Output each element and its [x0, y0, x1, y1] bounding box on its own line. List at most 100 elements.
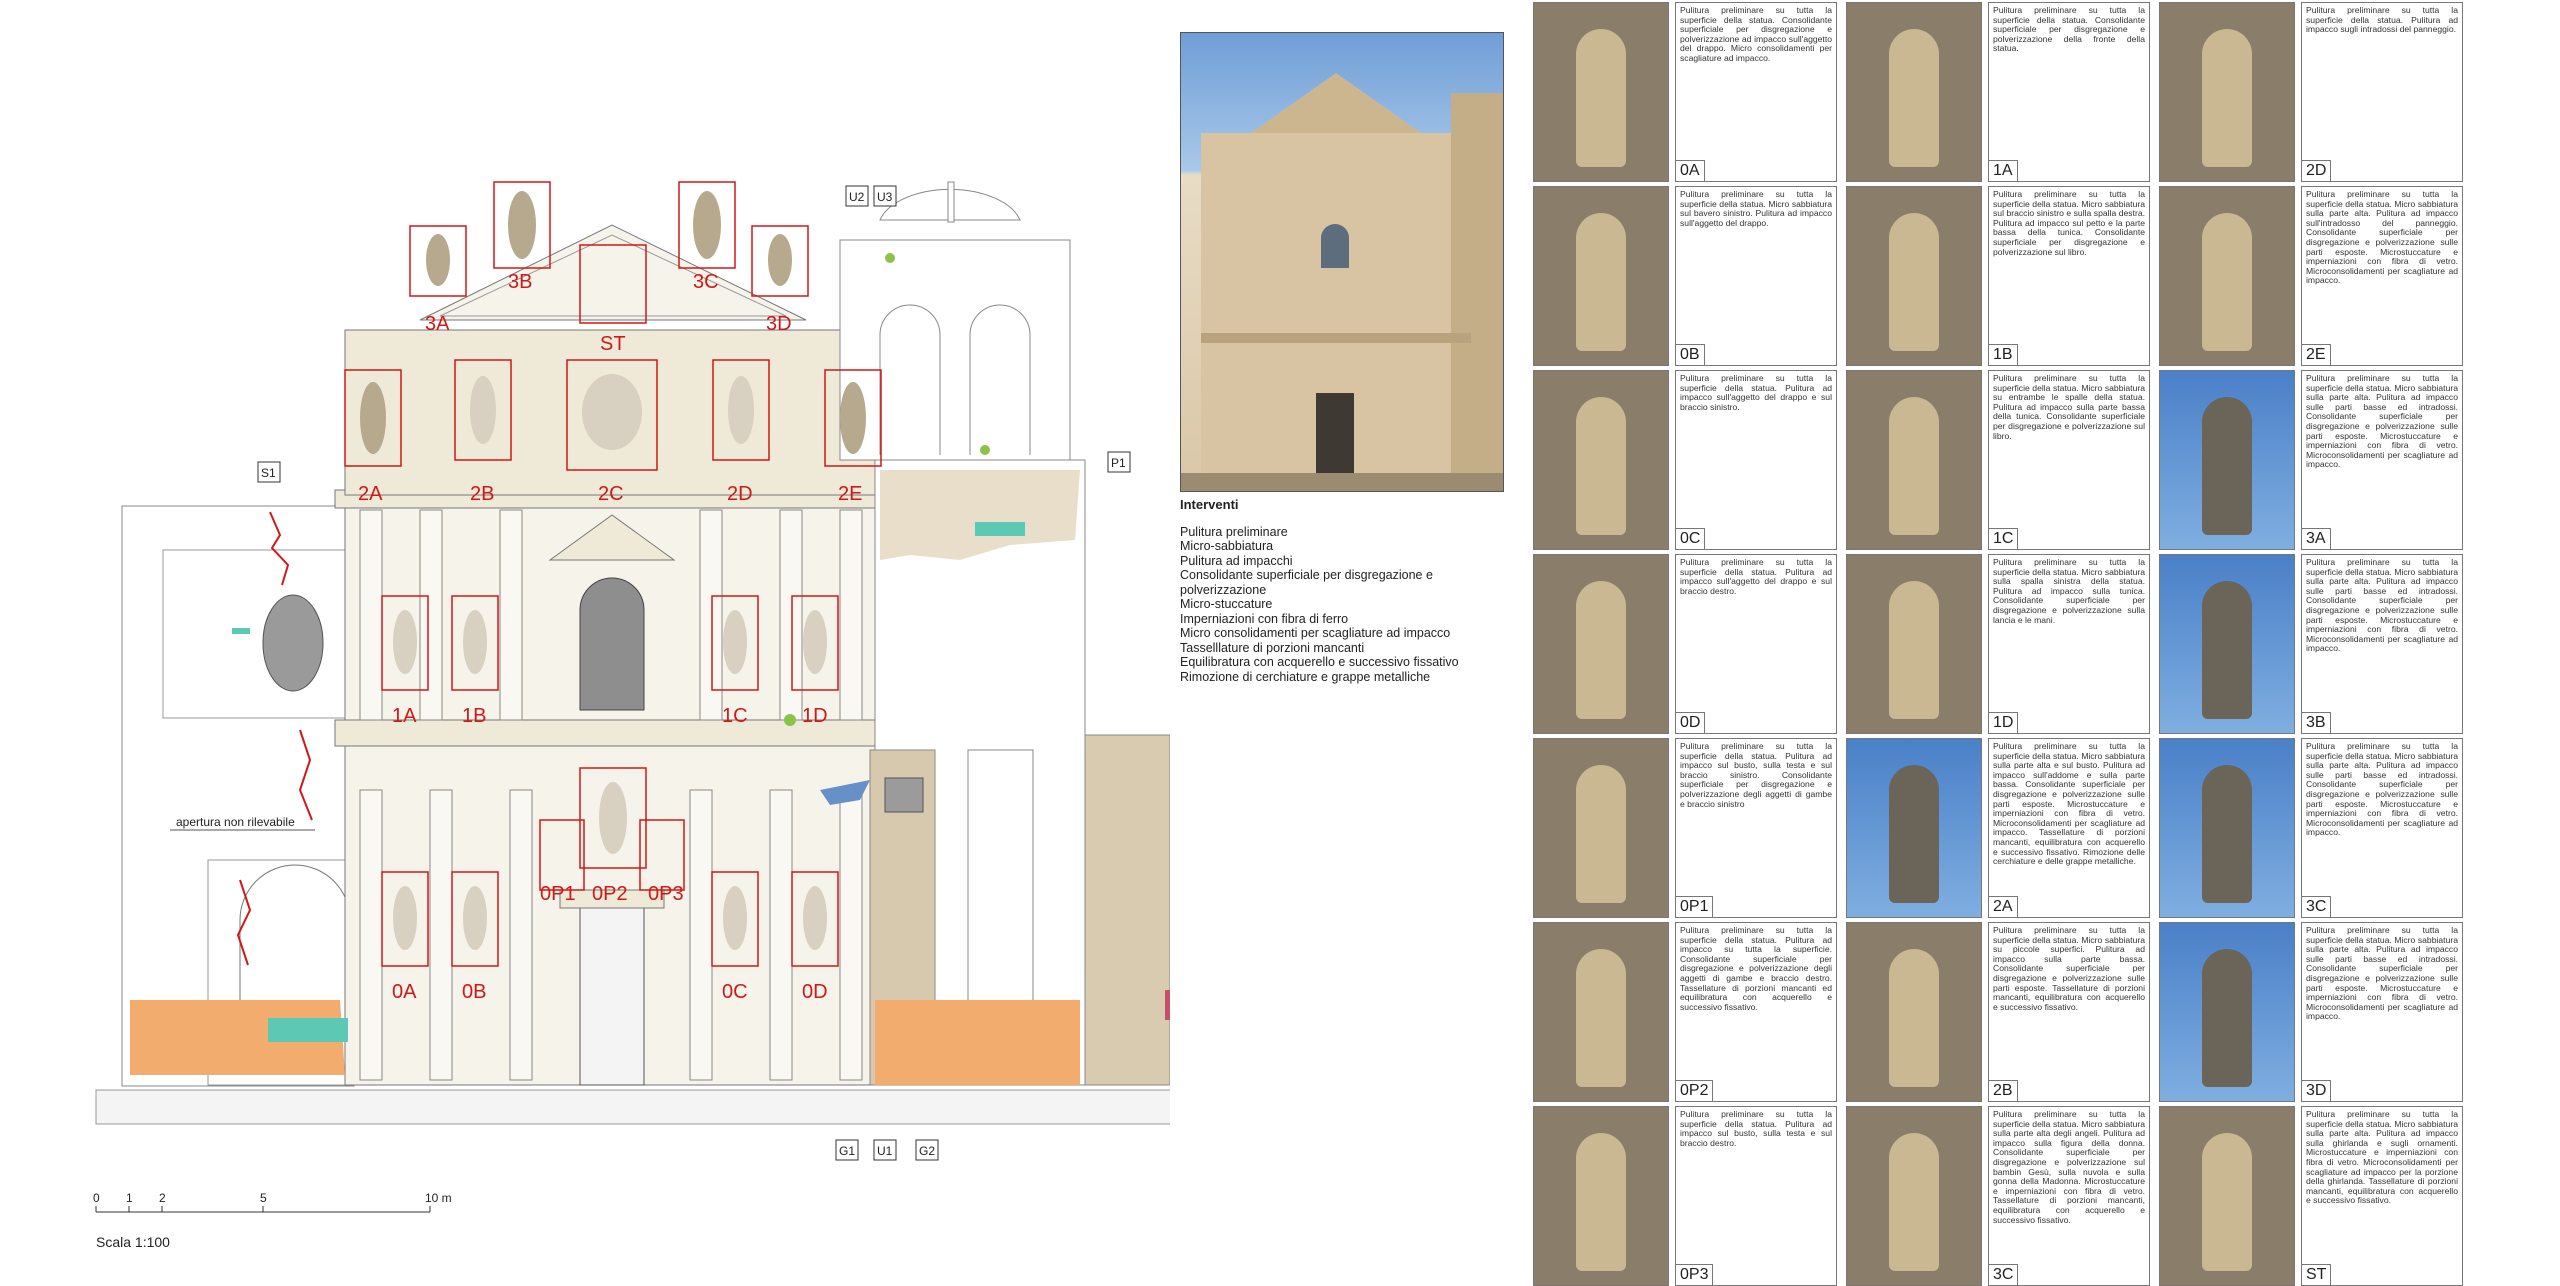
intervention-item: Rimozione di cerchiature e grappe metall… — [1180, 669, 1431, 684]
statue-code: 3C — [1989, 1264, 2019, 1285]
statue-photo — [1846, 186, 1982, 366]
statue-description-box: Pulitura preliminare su tutta la superfi… — [2301, 922, 2463, 1102]
statue-label: 0P2 — [592, 883, 628, 905]
statue-description-box: Pulitura preliminare su tutta la superfi… — [1675, 370, 1837, 550]
central-window — [579, 577, 645, 711]
statue-figure — [1889, 29, 1939, 167]
statue-label: 3B — [508, 271, 532, 293]
statue-label: 2D — [727, 483, 753, 505]
statue-figure — [2202, 949, 2252, 1087]
section-marker-label: U2 — [849, 190, 865, 204]
statue-photo — [1533, 738, 1669, 918]
intervention-item: Consolidante superficiale per disgregazi… — [1180, 568, 1433, 597]
statue-code: 0P1 — [1676, 896, 1714, 917]
statue-description: Pulitura preliminare su tutta la superfi… — [1993, 557, 2145, 625]
section-marker-label: U3 — [877, 190, 893, 204]
statue-description: Pulitura preliminare su tutta la superfi… — [2306, 373, 2458, 470]
statue-photo — [2159, 2, 2295, 182]
statue-description-box: Pulitura preliminare su tutta la superfi… — [2301, 370, 2463, 550]
statue-description: Pulitura preliminare su tutta la superfi… — [1680, 5, 1832, 63]
statue-description: Pulitura preliminare su tutta la superfi… — [1993, 5, 2145, 54]
portal — [579, 904, 645, 1086]
scale-tick: 0 — [93, 1191, 100, 1205]
statue-code: 0P2 — [1676, 1080, 1714, 1101]
statue-description: Pulitura preliminare su tutta la superfi… — [1680, 925, 1832, 1012]
columns — [359, 509, 863, 1081]
statue-photo — [2159, 370, 2295, 550]
statue-code: 3C — [2302, 896, 2332, 917]
biological-patina — [880, 470, 1080, 560]
section-marker-label: G1 — [839, 1144, 855, 1158]
statue-photo — [1533, 2, 1669, 182]
statue-code: 0P3 — [1676, 1264, 1714, 1285]
statue-photo — [2159, 554, 2295, 734]
statue-figure — [1889, 765, 1939, 903]
interventions-title: Interventi — [1180, 497, 1239, 512]
statue-figure — [1889, 213, 1939, 351]
section-marker-label: U1 — [877, 1144, 893, 1158]
scale-tick: 1 — [126, 1191, 133, 1205]
statue-photo — [1846, 922, 1982, 1102]
scale-label: Scala 1:100 — [96, 1234, 170, 1250]
statue-photo — [1533, 1106, 1669, 1286]
statue-photo — [1533, 554, 1669, 734]
statue-figure — [2202, 765, 2252, 903]
section-marker: U1 — [873, 1139, 897, 1161]
statue-code: 2D — [2302, 160, 2332, 181]
statue-code: 3B — [2302, 712, 2331, 733]
statue-code: 0A — [1676, 160, 1705, 181]
statue-photo — [1846, 738, 1982, 918]
statue-description: Pulitura preliminare su tutta la superfi… — [1680, 1109, 1832, 1148]
section-marker: S1 — [257, 461, 281, 483]
statue-label: 1A — [392, 705, 417, 727]
statue-code: 1D — [1989, 712, 2019, 733]
statue-description-box: Pulitura preliminare su tutta la superfi… — [2301, 1106, 2463, 1286]
intervention-item: Imperniazioni con fibra di ferro — [1180, 611, 1349, 626]
facade-photo-graphic — [1181, 73, 1503, 491]
scale-tick: 5 — [260, 1191, 267, 1205]
statue-figure — [2202, 29, 2252, 167]
statue-description: Pulitura preliminare su tutta la superfi… — [1680, 741, 1832, 809]
interventions-legend: Interventi Pulitura preliminare Micro-sa… — [1180, 497, 1500, 684]
statue-description: Pulitura preliminare su tutta la superfi… — [2306, 925, 2458, 1022]
facade-photo — [1180, 32, 1504, 492]
statue-description-box: Pulitura preliminare su tutta la superfi… — [1675, 2, 1837, 182]
statue-label: 3A — [425, 313, 450, 335]
scale-bar: 0 1 2 5 10 m — [93, 1191, 452, 1213]
intervention-item: Micro consolidamenti per scagliature ad … — [1180, 626, 1451, 640]
statue-description: Pulitura preliminare su tutta la superfi… — [1993, 189, 2145, 257]
statue-figure — [2202, 397, 2252, 535]
statue-figure — [1576, 29, 1626, 167]
statue-label: 0D — [802, 981, 828, 1003]
statue-code: 1A — [1989, 160, 2018, 181]
statue-description: Pulitura preliminare su tutta la superfi… — [2306, 1109, 2458, 1206]
statue-photo — [1846, 1106, 1982, 1286]
statue-code: 0B — [1676, 344, 1705, 365]
statue-description-box: Pulitura preliminare su tutta la superfi… — [1988, 186, 2150, 366]
statue-description: Pulitura preliminare su tutta la superfi… — [1680, 557, 1832, 596]
statue-figure — [1889, 397, 1939, 535]
statue-photo — [1846, 554, 1982, 734]
statue-label: 1B — [462, 705, 486, 727]
intervention-item: Equilibratura con acquerello e successiv… — [1180, 655, 1459, 669]
statue-description-box: Pulitura preliminare su tutta la superfi… — [1988, 370, 2150, 550]
statue-code: 0C — [1676, 528, 1706, 549]
statue-description-box: Pulitura preliminare su tutta la superfi… — [2301, 554, 2463, 734]
section-marker: P1 — [1107, 451, 1131, 473]
statue-figure — [1889, 1133, 1939, 1271]
statue-code: 3A — [2302, 528, 2331, 549]
statue-label: 0P3 — [648, 883, 684, 905]
crack-left — [269, 511, 290, 586]
statue-figure — [2202, 213, 2252, 351]
statue-label: 2B — [470, 483, 494, 505]
statue-description: Pulitura preliminare su tutta la superfi… — [2306, 5, 2458, 35]
statue-label: 2A — [358, 483, 383, 505]
statue-label: 0C — [722, 981, 748, 1003]
section-marker-label: S1 — [261, 466, 276, 480]
statue-silhouettes — [360, 191, 866, 950]
statue-figure — [1576, 765, 1626, 903]
statue-figure — [1889, 949, 1939, 1087]
statue-description: Pulitura preliminare su tutta la superfi… — [1993, 1109, 2145, 1225]
statue-description: Pulitura preliminare su tutta la superfi… — [2306, 557, 2458, 654]
